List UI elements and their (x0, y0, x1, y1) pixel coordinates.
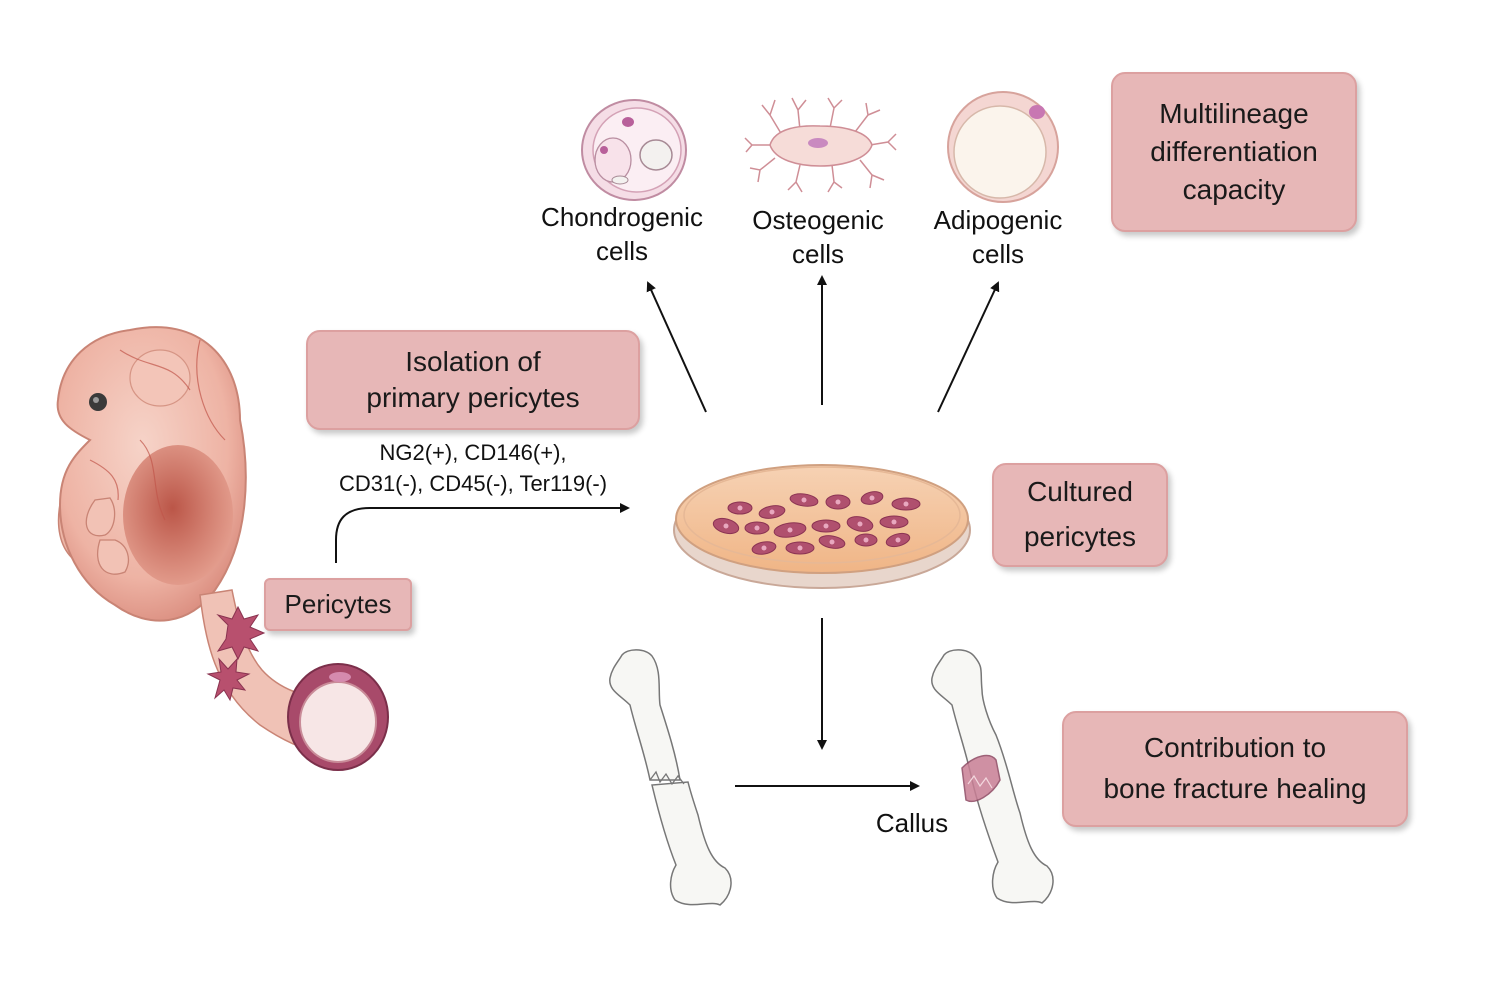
petri-dish-illustration (673, 464, 971, 589)
chondrogenic-line-1: Chondrogenic (541, 202, 703, 232)
callus-region (961, 754, 1001, 802)
callus-text: Callus (875, 808, 949, 838)
chondrogenic-line-2: cells (595, 235, 648, 266)
pericytes-box: Pericytes (264, 578, 412, 631)
cultured-line-2: pericytes (1023, 521, 1137, 552)
isolation-arrow (335, 503, 630, 563)
multilineage-differentiation-box: Multilineage differentiation capacity (1111, 72, 1357, 232)
adipogenic-label: Adipogenic cells (908, 204, 1088, 272)
arrow-to-adipogenic (937, 281, 1000, 413)
chondrogenic-cell-illustration (581, 99, 687, 201)
cultured-line-1: Cultured (1027, 476, 1133, 508)
adipogenic-line-2: cells (971, 238, 1024, 269)
multilineage-line-2: differentiation (1150, 136, 1318, 168)
osteogenic-label: Osteogenic cells (727, 204, 909, 272)
contribution-line-1: Contribution to (1143, 732, 1327, 764)
contribution-box: Contribution to bone fracture healing (1062, 711, 1408, 827)
isolation-box: Isolation of primary pericytes (306, 330, 640, 430)
cultured-pericytes-box: Cultured pericytes (992, 463, 1168, 567)
adipogenic-line-1: Adipogenic (933, 205, 1063, 235)
pericytes-label: Pericytes (284, 588, 392, 619)
pericyte-markers: NG2(+), CD146(+), CD31(-), CD45(-), Ter1… (308, 438, 638, 500)
contribution-line-2: bone fracture healing (1103, 773, 1367, 804)
chondrogenic-label: Chondrogenic cells (522, 201, 722, 269)
adipogenic-cell-illustration (947, 91, 1059, 203)
embryo-illustration (56, 326, 389, 771)
fractured-bone-illustration (609, 649, 732, 906)
arrow-to-chondrogenic (646, 281, 707, 413)
markers-line-2: CD31(-), CD45(-), Ter119(-) (338, 470, 608, 496)
multilineage-line-1: Multilineage (1159, 98, 1309, 130)
healed-bone-illustration (931, 649, 1054, 904)
isolation-line-2: primary pericytes (366, 382, 580, 413)
osteogenic-line-1: Osteogenic (752, 205, 884, 235)
multilineage-line-3: capacity (1182, 173, 1286, 205)
callus-label: Callus (852, 807, 972, 841)
osteogenic-line-2: cells (791, 238, 844, 269)
isolation-line-1: Isolation of (405, 345, 541, 377)
markers-line-1: NG2(+), CD146(+), (379, 440, 567, 465)
osteogenic-cell-illustration (744, 97, 897, 193)
